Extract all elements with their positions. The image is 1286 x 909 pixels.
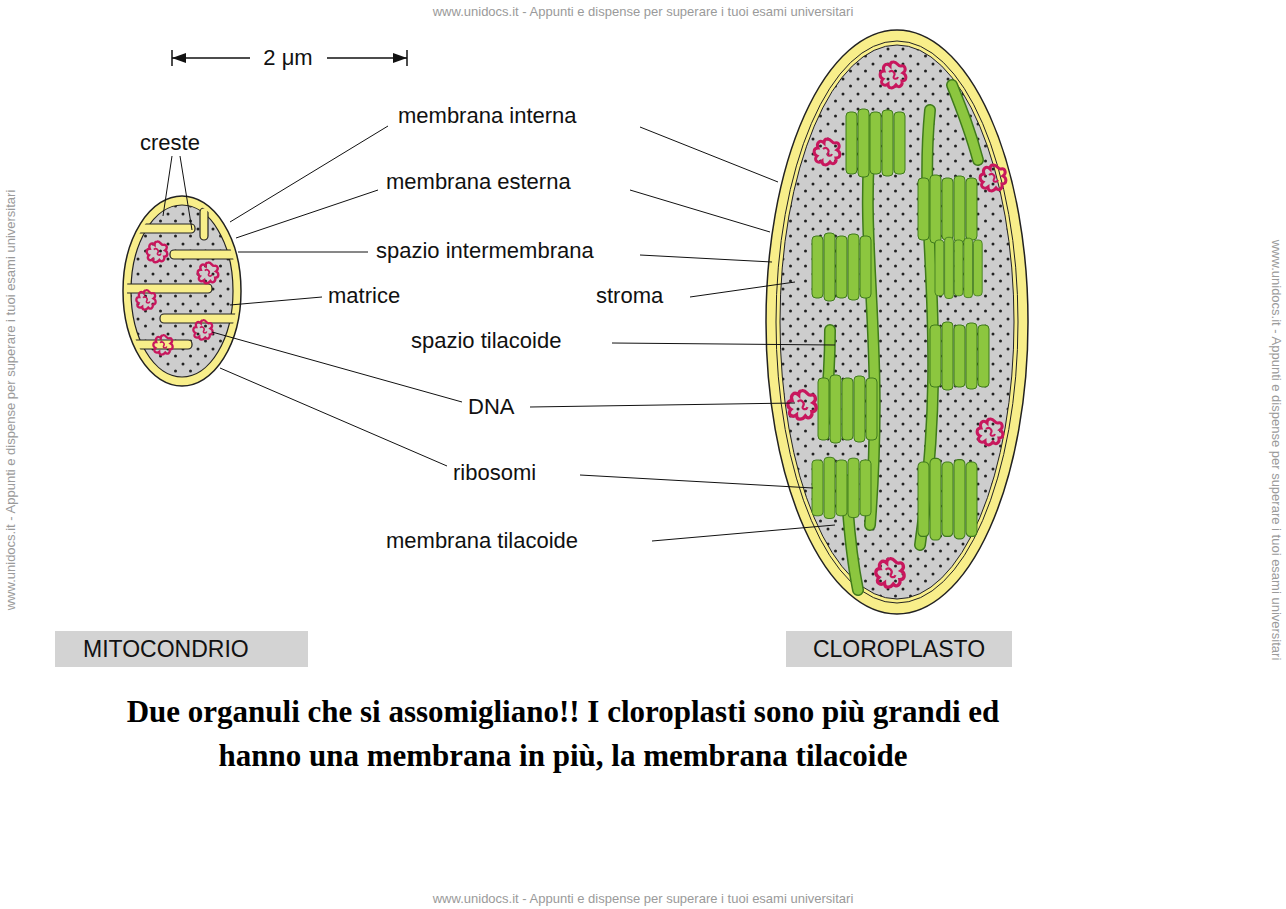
band-title: CLOROPLASTO — [786, 631, 1012, 667]
watermark: www.unidocs.it - Appunti e dispense per … — [433, 891, 854, 906]
watermark: www.unidocs.it - Appunti e dispense per … — [433, 4, 854, 19]
part-label: membrana tilacoide — [386, 528, 578, 554]
part-label: stroma — [596, 283, 663, 309]
part-label: spazio intermembrana — [376, 238, 594, 264]
part-label: matrice — [328, 283, 400, 309]
mitochondrion-drawing — [100, 196, 270, 386]
part-label: membrana esterna — [386, 169, 571, 195]
part-label: spazio tilacoide — [411, 328, 561, 354]
organelle-band: MITOCONDRIO — [55, 631, 308, 667]
chloroplast-drawing — [766, 30, 1028, 614]
caption: Due organuli che si assomigliano!! I clo… — [108, 690, 1018, 778]
organelle-band: CLOROPLASTO — [786, 631, 1012, 667]
watermark: www.unidocs.it - Appunti e dispense per … — [1269, 240, 1284, 661]
band-title: MITOCONDRIO — [83, 631, 308, 667]
part-label: DNA — [468, 394, 514, 420]
leader-lines — [163, 126, 835, 541]
part-label: membrana interna — [398, 103, 577, 129]
part-label: ribosomi — [453, 460, 536, 486]
part-label: creste — [140, 130, 200, 156]
dimension: 2 μm — [263, 45, 312, 71]
watermark: www.unidocs.it - Appunti e dispense per … — [3, 190, 18, 611]
